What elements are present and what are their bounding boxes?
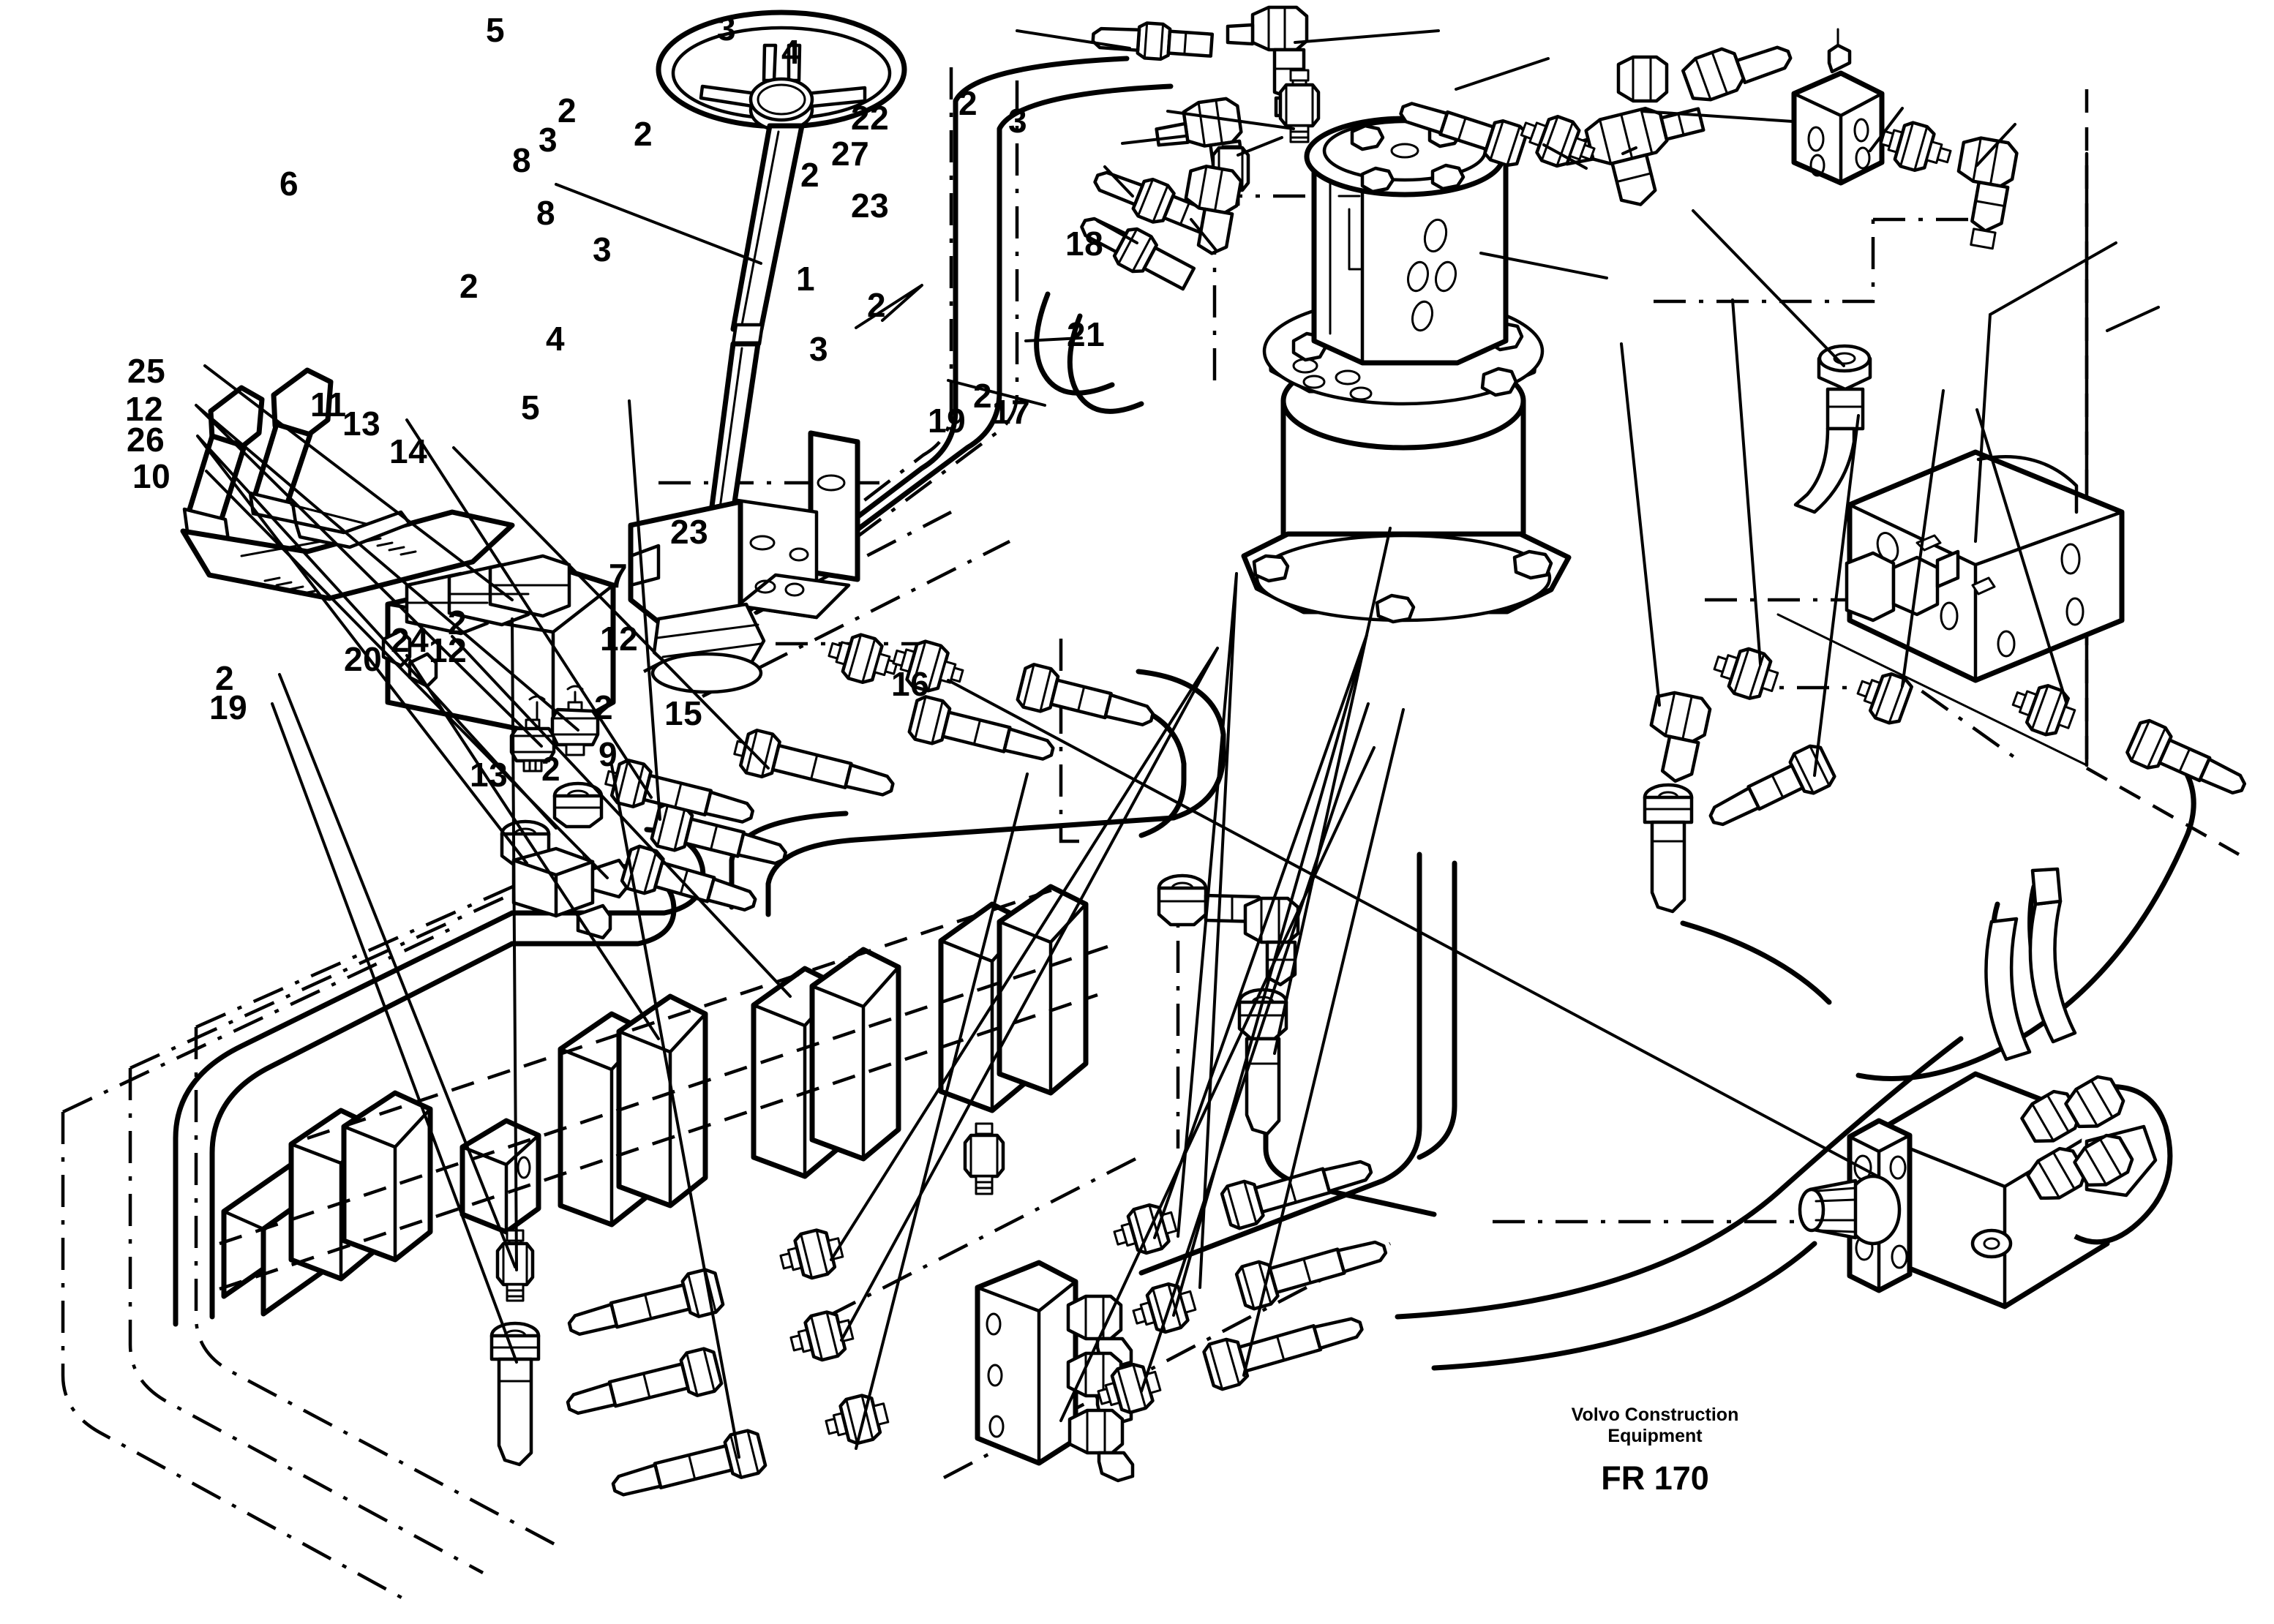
callout-3-elbow-fitting: 3: [809, 330, 829, 368]
callout-2-adapter-fitting: 2: [448, 604, 468, 642]
callout-19-hydraulic-hose: 19: [209, 688, 248, 726]
callout-3-elbow-fitting: 3: [539, 121, 558, 159]
brand-model-number: FR 170: [1601, 1459, 1709, 1497]
callout-26-tee-fitting: 26: [127, 421, 165, 459]
manufacturer-branding: Volvo Construction Equipment FR 170: [1545, 1405, 1765, 1495]
callout-24-valve-bank-section: 24: [391, 621, 429, 659]
callout-27-tee-fitting: 27: [831, 135, 870, 173]
callout-8-hydraulic-hose: 8: [512, 141, 532, 179]
callout-3-elbow-fitting: 3: [593, 230, 612, 268]
callout-14-hydraulic-hose: 14: [389, 432, 428, 470]
callout-4-hydraulic-hose: 4: [546, 320, 566, 358]
callout-6-steering-column: 6: [279, 165, 299, 203]
callout-22-valve-block-small: 22: [851, 99, 890, 137]
callout-2-adapter-fitting: 2: [973, 377, 993, 415]
callout-12-adapter-fitting: 12: [429, 631, 468, 669]
small-valve-block-22: [1791, 28, 2019, 250]
callout-3-elbow-fitting: 3: [1008, 102, 1028, 140]
callout-2-adapter-fitting: 2: [459, 267, 479, 305]
tube-23-right: [1793, 344, 1872, 514]
callout-9-manifold-block: 9: [598, 735, 618, 773]
callout-18-valve-block: 18: [1065, 225, 1104, 263]
callout-13-hydraulic-hose: 13: [342, 405, 381, 443]
callout-17-hydraulic-hose: 17: [992, 393, 1031, 431]
callout-15-hydraulic-hose: 15: [664, 694, 703, 732]
callout-11-hydraulic-hose: 11: [310, 386, 347, 424]
callout-1-steering-unit: 1: [796, 260, 816, 298]
left-fittings-12-26: [500, 701, 787, 940]
callout-23-hydraulic-tube: 23: [851, 187, 890, 225]
mid-left-fittings: [604, 633, 1155, 824]
callout-12-adapter-fitting: 12: [600, 620, 639, 658]
valve-block-18: [1845, 449, 2125, 683]
callout-4-hydraulic-hose: 4: [781, 33, 801, 71]
callout-19-hydraulic-hose: 19: [928, 402, 967, 440]
callout-2-adapter-fitting: 2: [867, 286, 887, 324]
callout-2-adapter-fitting: 2: [634, 115, 653, 153]
callout-2-adapter-fitting: 2: [800, 156, 820, 194]
callout-5-hydraulic-hose: 5: [486, 11, 506, 49]
callout-2-adapter-fitting: 2: [541, 750, 561, 788]
callout-2-adapter-fitting: 2: [594, 688, 614, 726]
brand-company-line-2: Equipment: [1607, 1425, 1703, 1446]
callout-10-hydraulic-hose: 10: [132, 457, 171, 495]
steering-unit: [1241, 116, 1572, 624]
callout-12-adapter-fitting: 12: [125, 390, 164, 428]
brand-company-line-1: Volvo Construction: [1571, 1405, 1739, 1425]
callout-2-adapter-fitting: 2: [558, 91, 577, 129]
steering-wheel-and-column: [628, 10, 907, 694]
callout-7-hydraulic-hose: 7: [609, 557, 628, 595]
top-fittings: [1080, 5, 1793, 291]
callout-8-hydraulic-hose: 8: [536, 194, 556, 232]
callout-2-adapter-fitting: 2: [215, 659, 235, 697]
callout-2-adapter-fitting: 2: [958, 84, 978, 122]
callout-21-frame-reference: 21: [1067, 315, 1106, 353]
callout-5-hydraulic-hose: 5: [521, 388, 541, 426]
bottom-hose-row: [566, 1228, 890, 1497]
leader-lines: [195, 29, 2160, 1459]
callout-20-valve-bank-section: 20: [344, 640, 383, 678]
right-lower-fittings: [1643, 647, 2247, 914]
hydraulic-motor-16: [1798, 867, 2173, 1309]
callout-25-control-valve-lever-unit: 25: [127, 352, 166, 390]
callout-23-hydraulic-tube: 23: [670, 513, 709, 551]
callout-3-elbow-fitting: 3: [717, 10, 737, 48]
callout-16-hydraulic-motor: 16: [891, 665, 930, 703]
valve-bank-20-24: [219, 884, 1113, 1317]
control-valve-levers-25: [180, 367, 616, 739]
callout-13-hydraulic-hose: 13: [470, 756, 509, 794]
